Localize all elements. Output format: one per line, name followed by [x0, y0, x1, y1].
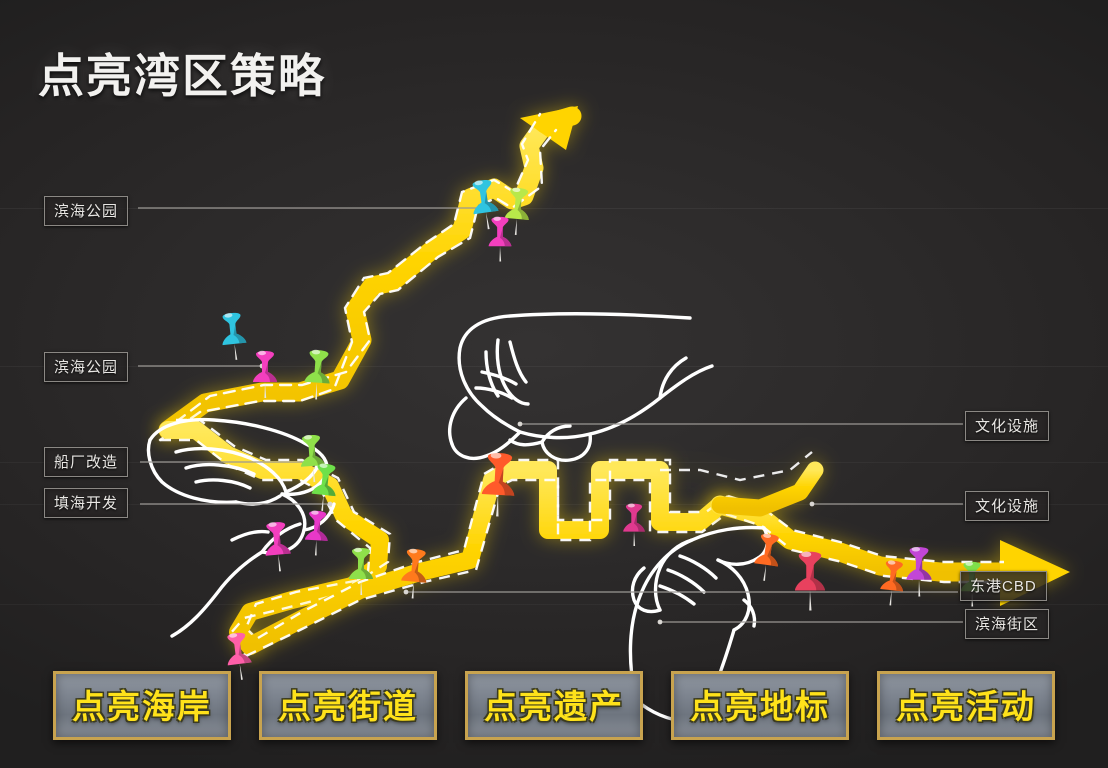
strategy-button-bar: 点亮海岸 点亮街道 点亮遗产 点亮地标 点亮活动: [0, 671, 1108, 740]
callout-wenhua-sheshi-2: 文化设施: [965, 491, 1050, 521]
arrow-upper-right-branch: [660, 451, 824, 517]
pushpin-icon: [795, 551, 825, 611]
pushpin-icon: [880, 560, 903, 606]
pushpin-icon: [253, 350, 277, 398]
button-label: 点亮街道: [278, 688, 418, 725]
callout-tianhai-kaifa: 填海开发: [44, 488, 129, 518]
pushpin-icon: [304, 510, 328, 556]
pushpin-icon: [304, 349, 330, 400]
pushpin-icon: [472, 180, 499, 230]
pushpin-icon: [488, 216, 512, 262]
pushpin-icon: [227, 632, 252, 680]
callout-wenhua-sheshi-1: 文化设施: [965, 411, 1050, 441]
callout-donggang-cbd: 东港CBD: [960, 571, 1047, 601]
hand-left: [146, 417, 336, 638]
callout-binhai-jiequ: 滨海街区: [965, 609, 1050, 639]
pushpin-icon: [906, 546, 932, 597]
button-label: 点亮海岸: [72, 688, 212, 725]
pushpin-icon: [222, 312, 247, 360]
pushpin-icon: [623, 503, 645, 546]
pushpin-icon: [754, 533, 779, 581]
button-label: 点亮地标: [690, 688, 830, 725]
pushpin-icon: [349, 547, 373, 595]
button-light-event[interactable]: 点亮活动: [877, 671, 1055, 740]
callout-chuanchang-gaizao: 船厂改造: [44, 447, 129, 477]
pushpin-icon: [301, 434, 325, 482]
button-label: 点亮活动: [896, 688, 1036, 725]
button-light-heritage[interactable]: 点亮遗产: [465, 671, 643, 740]
pushpin-icon: [265, 522, 291, 572]
pushpin-icon: [311, 463, 336, 511]
button-label: 点亮遗产: [484, 688, 624, 725]
page-title: 点亮湾区策略: [38, 50, 326, 102]
callout-binhai-gongyuan-1: 滨海公园: [44, 196, 129, 226]
pushpin-icon: [401, 548, 427, 599]
hand-center: [447, 312, 714, 462]
button-light-street[interactable]: 点亮街道: [259, 671, 437, 740]
pushpin-icon: [481, 452, 515, 517]
pushpin-icon: [504, 187, 529, 235]
button-light-coast[interactable]: 点亮海岸: [53, 671, 231, 740]
button-light-landmark[interactable]: 点亮地标: [671, 671, 849, 740]
callout-binhai-gongyuan-2: 滨海公园: [44, 352, 129, 382]
